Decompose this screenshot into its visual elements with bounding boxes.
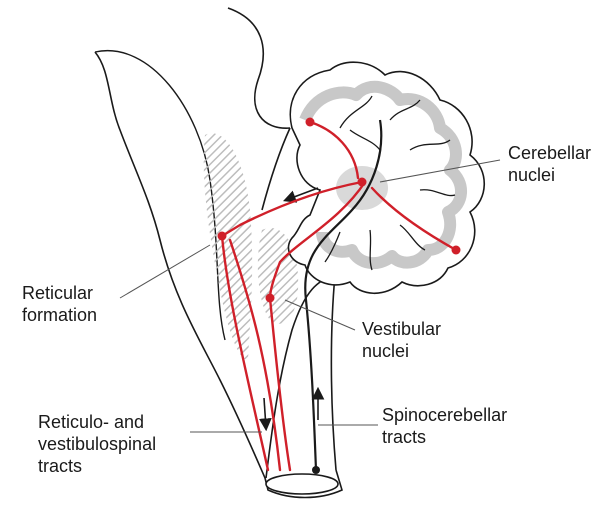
- label-reticular-formation-line1: Reticular: [22, 282, 97, 304]
- label-reticulo-vestibulospinal-tracts: Reticulo- and vestibulospinal tracts: [38, 411, 156, 477]
- leader-vestibular-nuclei: [285, 300, 355, 330]
- purkinje-node-2: [452, 246, 461, 255]
- label-spinocerebellar-tracts-line1: Spinocerebellar: [382, 404, 507, 426]
- label-cerebellar-nuclei-line2: nuclei: [508, 164, 591, 186]
- label-reticulo-vestibulospinal-line3: tracts: [38, 455, 156, 477]
- label-reticular-formation: Reticular formation: [22, 282, 97, 326]
- label-spinocerebellar-tracts: Spinocerebellar tracts: [382, 404, 507, 448]
- label-reticulo-vestibulospinal-line1: Reticulo- and: [38, 411, 156, 433]
- label-reticular-formation-line2: formation: [22, 304, 97, 326]
- vestibulospinal-tract: [270, 298, 290, 470]
- label-vestibular-nuclei: Vestibular nuclei: [362, 318, 441, 362]
- label-cerebellar-nuclei: Cerebellar nuclei: [508, 142, 591, 186]
- reticular-node: [218, 232, 227, 241]
- purkinje-node-1: [306, 118, 315, 127]
- descending-down-arrow: [264, 398, 266, 428]
- leader-reticular-formation: [120, 245, 210, 298]
- cerebellar-nucleus-node: [358, 178, 367, 187]
- spinocerebellar-origin-dot: [312, 466, 320, 474]
- label-cerebellar-nuclei-line1: Cerebellar: [508, 142, 591, 164]
- label-spinocerebellar-tracts-line2: tracts: [382, 426, 507, 448]
- label-vestibular-nuclei-line2: nuclei: [362, 340, 441, 362]
- reticular-formation-area: [204, 133, 252, 360]
- vestibular-node: [266, 294, 275, 303]
- spinal-cord-cut-end: [266, 474, 338, 494]
- label-reticulo-vestibulospinal-line2: vestibulospinal: [38, 433, 156, 455]
- label-vestibular-nuclei-line1: Vestibular: [362, 318, 441, 340]
